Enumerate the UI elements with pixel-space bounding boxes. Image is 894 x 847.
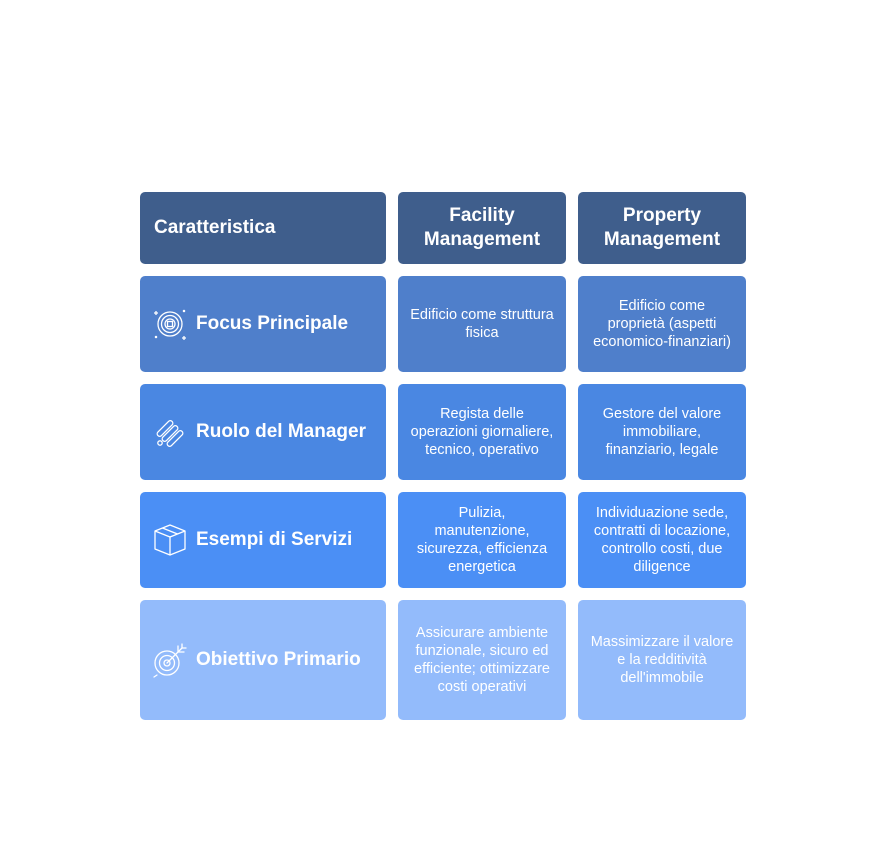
- cell-text: Massimizzare il valore e la redditività …: [590, 634, 734, 686]
- cell-facility-servizi: Pulizia, manutenzione, sicurezza, effici…: [398, 492, 566, 588]
- row-obiettivo-primario: Obiettivo Primario: [140, 600, 386, 720]
- target-icon: [152, 306, 188, 342]
- cell-text: Individuazione sede, contratti di locazi…: [593, 505, 731, 575]
- row-label: Esempi di Servizi: [196, 529, 353, 550]
- row-label: Obiettivo Primario: [196, 649, 361, 670]
- cell-text: Edificio come proprietà (aspetti economi…: [593, 298, 731, 350]
- header-facility-label: Facility Management: [423, 205, 541, 250]
- dartboard-icon: [152, 642, 188, 678]
- box-icon: [152, 522, 188, 558]
- cell-facility-focus: Edificio come struttura fisica: [398, 276, 566, 372]
- cell-text: Regista delle operazioni giornaliere, te…: [410, 406, 554, 458]
- cell-property-ruolo: Gestore del valore immobiliare, finanzia…: [578, 384, 746, 480]
- header-feature-label: Caratteristica: [154, 217, 276, 238]
- header-property: Property Management: [578, 192, 746, 264]
- header-facility: Facility Management: [398, 192, 566, 264]
- cell-property-focus: Edificio come proprietà (aspetti economi…: [578, 276, 746, 372]
- workflow-icon: [152, 414, 188, 450]
- comparison-table: Caratteristica Facility Management Prope…: [140, 192, 746, 720]
- row-focus-principale: Focus Principale: [140, 276, 386, 372]
- row-label: Focus Principale: [196, 313, 349, 334]
- cell-text: Gestore del valore immobiliare, finanzia…: [602, 406, 722, 458]
- cell-property-servizi: Individuazione sede, contratti di locazi…: [578, 492, 746, 588]
- row-label: Ruolo del Manager: [196, 421, 366, 442]
- row-esempi-servizi: Esempi di Servizi: [140, 492, 386, 588]
- cell-text: Assicurare ambiente funzionale, sicuro e…: [414, 625, 550, 695]
- cell-facility-obiettivo: Assicurare ambiente funzionale, sicuro e…: [398, 600, 566, 720]
- header-property-label: Property Management: [603, 205, 721, 250]
- header-feature: Caratteristica: [140, 192, 386, 264]
- cell-text: Edificio come struttura fisica: [410, 307, 554, 341]
- cell-property-obiettivo: Massimizzare il valore e la redditività …: [578, 600, 746, 720]
- row-ruolo-manager: Ruolo del Manager: [140, 384, 386, 480]
- cell-facility-ruolo: Regista delle operazioni giornaliere, te…: [398, 384, 566, 480]
- cell-text: Pulizia, manutenzione, sicurezza, effici…: [416, 505, 548, 575]
